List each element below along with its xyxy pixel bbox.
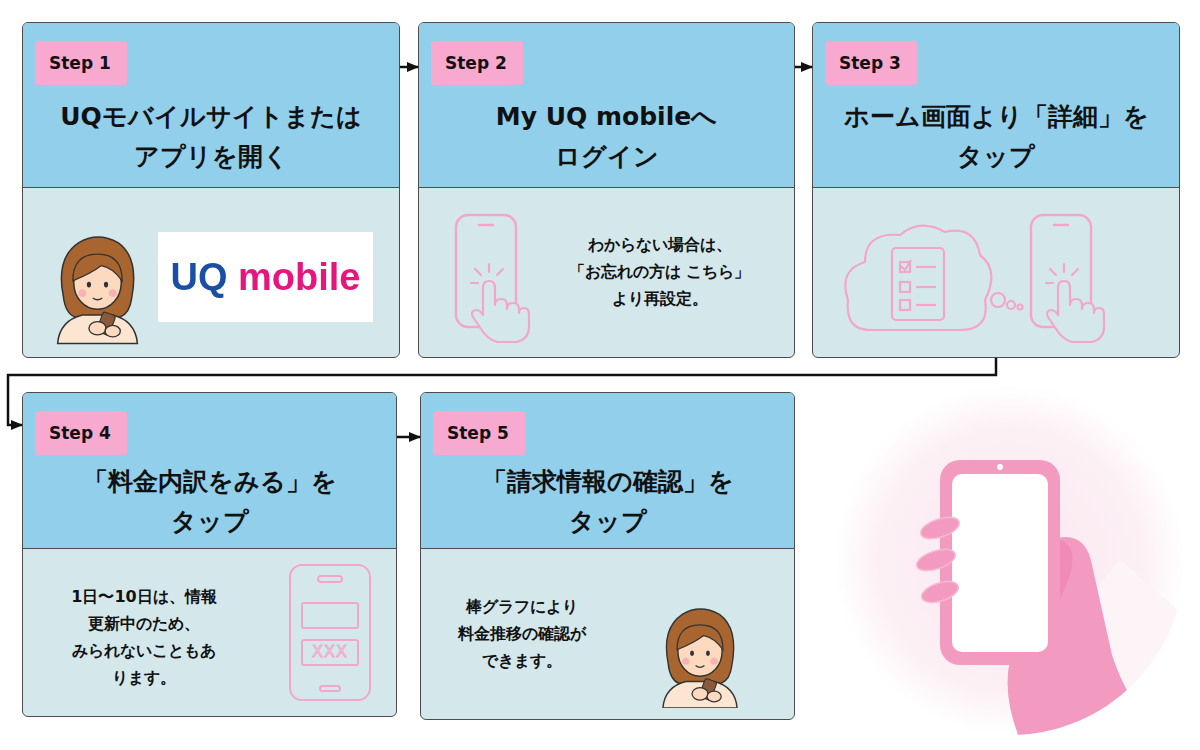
step-note: 棒グラフにより 料金推移の確認が できます。 [443,593,601,674]
step-card: Step 4 「料金内訳をみる」を タップ 1日〜10日は、情報 更新中のため、 み… [22,392,397,717]
step-tag: Step 5 [433,411,525,455]
logo-text: UQ mobile [158,246,373,308]
step-title: My UQ mobileへ ログイン [492,97,722,177]
hand-phone-illustration [835,385,1190,740]
title-area: UQモバイルサイトまたは アプリを開く [23,85,399,188]
step-tag: Step 4 [35,411,127,455]
step-tag: Step 1 [35,41,127,85]
logo-wordmark: UQ mobile [170,246,360,308]
step-arrow [795,66,812,69]
step-note: わからない場合は、 「お忘れの方は こちら」より再設定。 [567,231,752,312]
step-note: 1日〜10日は、情報 更新中のため、 みられないこともあ ります。 [59,583,229,691]
step-title: 「料金内訳をみる」を タップ [75,462,345,542]
step-card: Step 3 ホーム画面より「詳細」を タップ [812,22,1180,358]
step-arrow [8,358,996,425]
step-tag: Step 2 [431,41,523,85]
step-title: ホーム画面より「詳細」を タップ [831,97,1161,177]
step-card: Step 5 「請求情報の確認」を タップ棒グラフにより 料金推移の確認が できま… [420,392,795,720]
step-tag: Step 3 [825,41,917,85]
step-arrow [400,66,418,69]
title-area: 「料金内訳をみる」を タップ [23,455,396,549]
title-area: ホーム画面より「詳細」を タップ [813,85,1179,188]
screen-mark: XXX [302,640,358,664]
title-area: 「請求情報の確認」を タップ [421,455,794,549]
title-area: My UQ mobileへ ログイン [419,85,794,188]
step-title: 「請求情報の確認」を タップ [473,462,743,542]
step-arrow [397,436,420,439]
step-title: UQモバイルサイトまたは アプリを開く [46,97,376,177]
step-card: Step 2 My UQ mobileへ ログインわからない場合は、 「お忘れの方… [418,22,795,358]
